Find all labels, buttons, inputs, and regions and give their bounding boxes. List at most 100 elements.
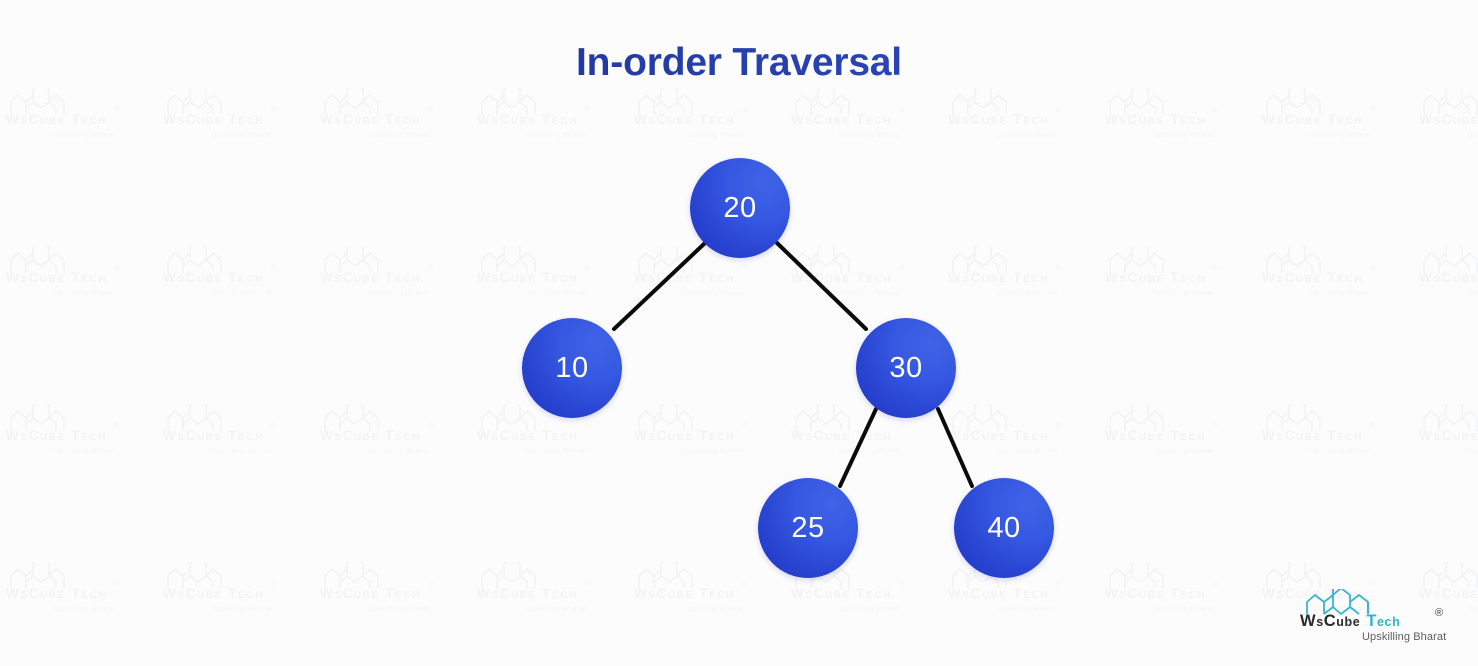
- watermark-tagline: Upskilling Bharat: [1467, 604, 1478, 613]
- tree-edge-root-to-left: [612, 241, 707, 331]
- watermark-tagline: Upskilling Bharat: [54, 604, 116, 613]
- tree-node-40[interactable]: 40: [954, 478, 1054, 578]
- watermark-hexagon-icon: [950, 404, 1016, 434]
- watermark-hexagon-icon: [1264, 246, 1330, 276]
- watermark-hexagon-icon: [8, 246, 74, 276]
- watermark-hexagon-icon: [1421, 88, 1478, 118]
- watermark-tagline: Upskilling Bharat: [54, 130, 116, 139]
- tree-node-20[interactable]: 20: [690, 158, 790, 258]
- watermark-text: WsCube Tech: [163, 270, 265, 285]
- watermark-hexagon-icon: [8, 562, 74, 592]
- watermark-hexagon-icon: [322, 562, 388, 592]
- watermark-registered: ®: [742, 107, 748, 114]
- watermark-tagline: Upskilling Bharat: [839, 446, 901, 455]
- watermark-text: WsCube Tech: [634, 112, 736, 127]
- watermark-registered: ®: [1370, 581, 1376, 588]
- watermark-hexagon-icon: [950, 246, 1016, 276]
- watermark-tile: WsCube Tech®Upskilling Bharat: [163, 376, 320, 534]
- watermark-tile: WsCube Tech®Upskilling Bharat: [0, 218, 6, 376]
- logo-t: T: [1366, 612, 1377, 630]
- watermark-registered: ®: [585, 423, 591, 430]
- watermark-tile: WsCube Tech®Upskilling Bharat: [1419, 376, 1478, 534]
- watermark-tagline: Upskilling Bharat: [211, 446, 273, 455]
- watermark-text: WsCube Tech: [634, 270, 736, 285]
- watermark-tagline: Upskilling Bharat: [682, 446, 744, 455]
- watermark-text: WsCube Tech: [791, 428, 893, 443]
- watermark-registered: ®: [1056, 423, 1062, 430]
- watermark-registered: ®: [585, 581, 591, 588]
- watermark-registered: ®: [899, 423, 905, 430]
- watermark-tagline: Upskilling Bharat: [1153, 130, 1215, 139]
- watermark-tagline: Upskilling Bharat: [368, 446, 430, 455]
- tree-node-30[interactable]: 30: [856, 318, 956, 418]
- logo-w: W: [1300, 612, 1317, 630]
- watermark-text: WsCube Tech: [6, 586, 108, 601]
- watermark-tagline: Upskilling Bharat: [996, 130, 1058, 139]
- watermark-hexagon-icon: [1107, 562, 1173, 592]
- logo-ube: ube: [1336, 615, 1361, 629]
- watermark-text: WsCube Tech: [163, 112, 265, 127]
- watermark-registered: ®: [1056, 581, 1062, 588]
- watermark-registered: ®: [114, 107, 120, 114]
- watermark-hexagon-icon: [1264, 88, 1330, 118]
- watermark-text: WsCube Tech: [320, 112, 422, 127]
- watermark-registered: ®: [271, 265, 277, 272]
- watermark-text: WsCube Tech: [1262, 112, 1364, 127]
- watermark-text: WsCube Tech: [320, 428, 422, 443]
- watermark-text: WsCube Tech: [6, 428, 108, 443]
- watermark-text: WsCube Tech: [634, 428, 736, 443]
- watermark-tile: WsCube Tech®Upskilling Bharat: [948, 218, 1105, 376]
- watermark-hexagon-icon: [322, 246, 388, 276]
- watermark-hexagon-icon: [479, 562, 545, 592]
- watermark-text: WsCube Tech: [6, 270, 108, 285]
- watermark-tile: WsCube Tech®Upskilling Bharat: [320, 534, 477, 666]
- watermark-registered: ®: [1370, 107, 1376, 114]
- logo-ech: ech: [1377, 615, 1401, 629]
- watermark-tile: WsCube Tech®Upskilling Bharat: [477, 534, 634, 666]
- watermark-registered: ®: [742, 423, 748, 430]
- watermark-tagline: Upskilling Bharat: [1310, 288, 1372, 297]
- watermark-tile: WsCube Tech®Upskilling Bharat: [0, 534, 6, 666]
- registered-mark: ®: [1435, 607, 1444, 619]
- watermark-hexagon-icon: [165, 404, 231, 434]
- watermark-tagline: Upskilling Bharat: [211, 288, 273, 297]
- watermark-registered: ®: [1370, 265, 1376, 272]
- watermark-tile: WsCube Tech ® Upskilling Bharat: [163, 218, 320, 376]
- watermark-tagline: Upskilling Bharat: [1467, 288, 1478, 297]
- watermark-registered: ®: [1213, 423, 1219, 430]
- watermark-registered: ®: [585, 107, 591, 114]
- watermark-text: WsCube Tech: [1262, 428, 1364, 443]
- watermark-hexagon-icon: [479, 246, 545, 276]
- watermark-text: WsCube Tech: [948, 428, 1050, 443]
- watermark-hexagon-icon: [1421, 246, 1478, 276]
- tree-node-25[interactable]: 25: [758, 478, 858, 578]
- watermark-hexagon-icon: [165, 246, 231, 276]
- watermark-tagline: Upskilling Bharat: [368, 130, 430, 139]
- watermark-text: WsCube Tech: [477, 586, 579, 601]
- watermark-tagline: Upskilling Bharat: [682, 130, 744, 139]
- watermark-registered: ®: [1056, 265, 1062, 272]
- watermark-tagline: Upskilling Bharat: [839, 604, 901, 613]
- watermark-tagline: Upskilling Bharat: [368, 604, 430, 613]
- watermark-tile: WsCube Tech®Upskilling Bharat: [320, 376, 477, 534]
- watermark-text: WsCube Tech: [320, 270, 422, 285]
- watermark-hexagon-icon: [793, 404, 859, 434]
- watermark-registered: ®: [428, 107, 434, 114]
- watermark-text: WsCube Tech: [791, 586, 893, 601]
- watermark-tile: WsCube Tech®Upskilling Bharat: [1105, 534, 1262, 666]
- logo-c: C: [1323, 612, 1337, 630]
- watermark-text: WsCube Tech: [1105, 270, 1207, 285]
- watermark-registered: ®: [742, 265, 748, 272]
- tree-node-label: 40: [987, 511, 1021, 544]
- watermark-registered: ®: [899, 107, 905, 114]
- watermark-tile: WsCube Tech®Upskilling Bharat: [163, 534, 320, 666]
- watermark-text: WsCube Tech: [1262, 270, 1364, 285]
- watermark-hexagon-icon: [1107, 404, 1173, 434]
- tree-node-10[interactable]: 10: [522, 318, 622, 418]
- watermark-registered: ®: [114, 265, 120, 272]
